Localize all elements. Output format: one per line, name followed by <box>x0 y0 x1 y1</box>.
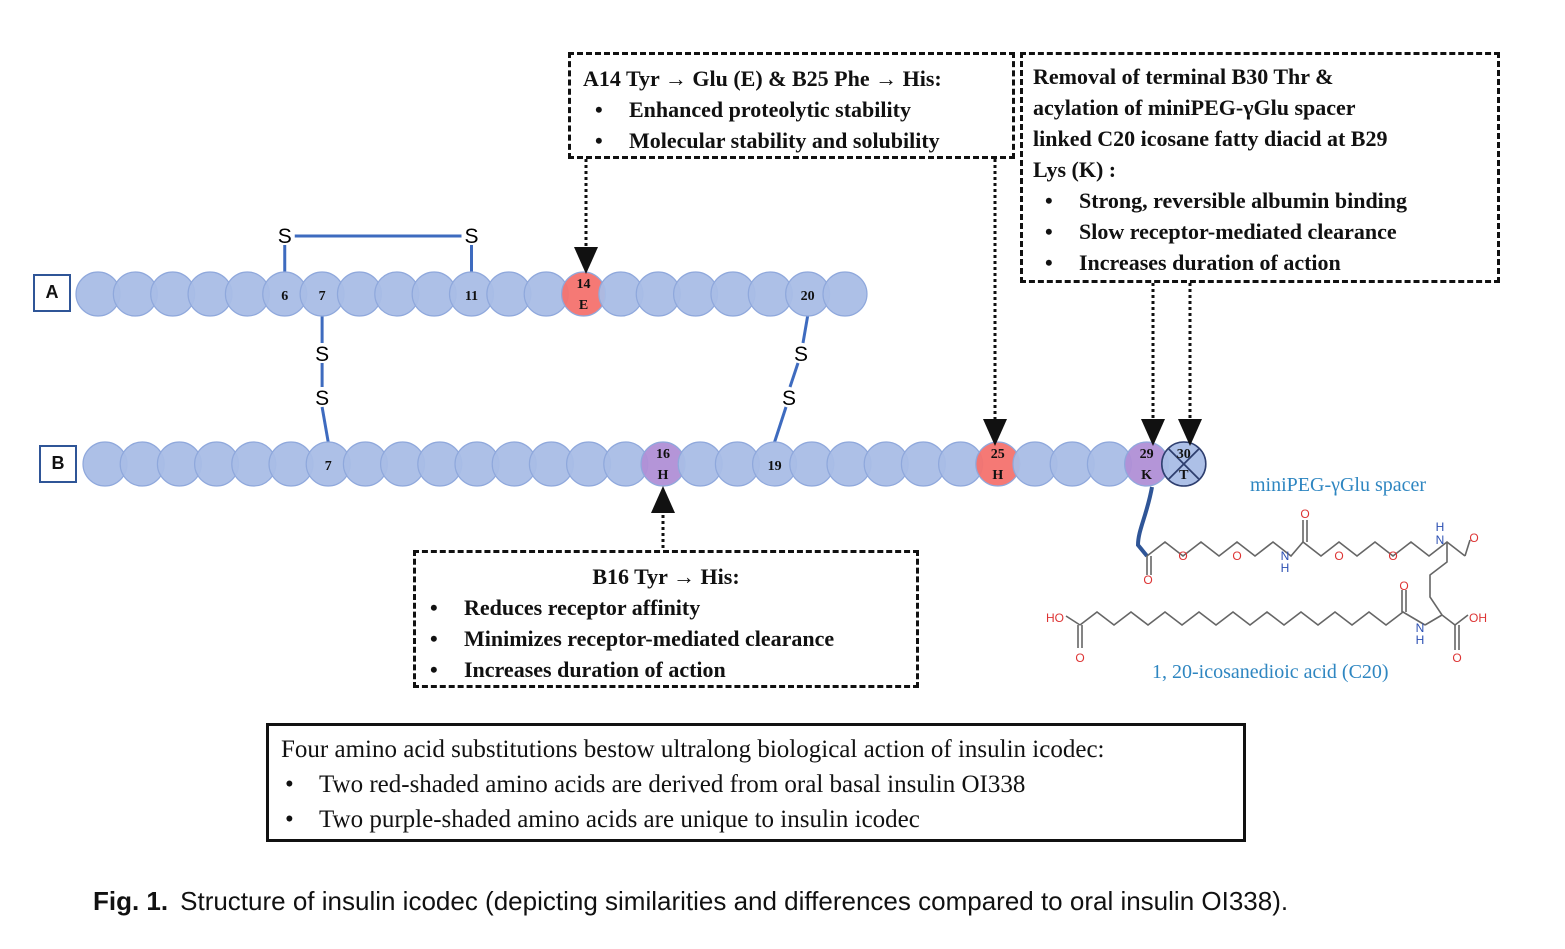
chain-a-residue-number: 7 <box>319 289 326 304</box>
chain-b-residue-letter: H <box>992 468 1003 483</box>
chain-a-residues: 6 7 11 14E 20 <box>75 271 868 317</box>
lysine-linker <box>1135 486 1154 558</box>
nitrogen-atom-label: N <box>1416 621 1425 635</box>
chain-b-label: B <box>39 445 77 483</box>
oxygen-atom-label: O <box>1300 507 1309 521</box>
callout-a14-bullet: Molecular stability and solubility <box>583 125 1012 156</box>
callout-b30-b29: Removal of terminal B30 Thr & acylation … <box>1020 52 1500 283</box>
oxygen-atom-label: O <box>1334 549 1343 563</box>
oxygen-atom-label: O <box>1469 531 1478 545</box>
oxygen-atom-label: O <box>1399 579 1408 593</box>
chain-b-residue: 30T <box>1161 441 1207 487</box>
chain-b-residue: 16H <box>640 441 686 487</box>
sulfur-label: S <box>278 225 292 248</box>
figure-caption: Fig. 1. Structure of insulin icodec (depi… <box>93 886 1288 917</box>
chain-b-residue-number: 29 <box>1140 447 1154 462</box>
chain-b-residue-number: 7 <box>325 459 332 474</box>
summary-bullet: Two red-shaded amino acids are derived f… <box>281 767 1243 802</box>
callout-b16-bullet: Minimizes receptor-mediated clearance <box>416 623 916 654</box>
sulfur-label: S <box>782 387 796 410</box>
disulfide-bond-line <box>788 362 800 388</box>
figure-caption-label: Fig. 1. <box>93 886 169 916</box>
hydroxyl-bond <box>1065 615 1081 626</box>
callout-a14-bullets: Enhanced proteolytic stability Molecular… <box>583 94 1012 156</box>
chain-b-residue-letter: H <box>658 468 669 483</box>
callout-b16: B16 Tyr → His: Reduces receptor affinity… <box>413 550 919 688</box>
chain-a-residue-bead <box>822 271 868 317</box>
chain-a-label: A <box>33 274 71 312</box>
hydroxyl-label: OH <box>1469 611 1487 625</box>
chain-a-residue: 11 <box>448 271 495 317</box>
chain-a-residue-number: 14 <box>577 277 591 292</box>
callout-b16-bullet: Increases duration of action <box>416 654 916 685</box>
chain-b-residue-number: 16 <box>656 447 670 462</box>
callout-b30-title-line: acylation of miniPEG-γGlu spacer <box>1033 95 1356 120</box>
oxygen-atom-label: O <box>1388 549 1397 563</box>
sulfur-label: S <box>315 387 329 410</box>
callout-b16-title: B16 Tyr → His: <box>592 564 740 589</box>
chain-b-residue-letter: T <box>1179 468 1189 483</box>
fatty-acid-chain <box>1079 610 1426 627</box>
callout-b30-title-line: Removal of terminal B30 Thr & <box>1033 64 1334 89</box>
callout-b30-bullet: Increases duration of action <box>1033 247 1497 278</box>
callout-a14-title: A14 Tyr → Glu (E) & B25 Phe → His: <box>583 66 942 91</box>
chain-a-residue: 14E <box>560 271 607 317</box>
fatty-acid-label: 1, 20-icosanedioic acid (C20) <box>1152 661 1389 683</box>
callout-b16-bullets: Reduces receptor affinity Minimizes rece… <box>416 592 916 685</box>
removed-residue-cross <box>1168 448 1200 480</box>
callout-a14-bullet: Enhanced proteolytic stability <box>583 94 1012 125</box>
summary-bullets: Two red-shaded amino acids are derived f… <box>281 767 1243 837</box>
oxygen-atom-label: O <box>1075 651 1084 665</box>
chain-a-residue-number: 11 <box>465 289 478 304</box>
summary-box: Four amino acid substitutions bestow ult… <box>266 723 1246 842</box>
disulfide-bond-line <box>801 315 810 344</box>
chain-b-residue-letter: K <box>1141 468 1152 483</box>
disulfide-bond-line <box>320 406 330 443</box>
callout-a14-b25: A14 Tyr → Glu (E) & B25 Phe → His: Enhan… <box>568 52 1015 159</box>
chain-b-residue-number: 19 <box>768 459 782 474</box>
callout-b16-bullet: Reduces receptor affinity <box>416 592 916 623</box>
sulfur-label: S <box>794 343 808 366</box>
chain-a-residue-number: 20 <box>801 289 815 304</box>
oxygen-atom-label: O <box>1452 651 1461 665</box>
hydrogen-atom-label: H <box>1416 633 1425 647</box>
callout-b30-title-line: linked C20 icosane fatty diacid at B29 <box>1033 126 1388 151</box>
spacer-label: miniPEG-γGlu spacer <box>1250 474 1427 496</box>
chain-a-residue: 20 <box>785 271 831 317</box>
chain-a-residue <box>822 271 868 317</box>
chain-b-residue: 25H <box>975 441 1021 487</box>
callout-b30-bullets: Strong, reversible albumin binding Slow … <box>1033 185 1497 278</box>
nitrogen-atom-label: N <box>1436 533 1445 547</box>
chain-b-residues: 7 16H 19 25H 29K 30T <box>82 441 1207 487</box>
sulfur-label: S <box>315 343 329 366</box>
hydroxyl-label: HO <box>1046 611 1064 625</box>
carbonyl-bond <box>1464 539 1471 557</box>
sulfur-label: S <box>464 225 478 248</box>
chain-a-residue-letter: E <box>579 298 588 313</box>
callout-b30-bullet: Slow receptor-mediated clearance <box>1033 216 1497 247</box>
nitrogen-atom-label: N <box>1281 549 1290 563</box>
hydrogen-atom-label: H <box>1436 520 1445 534</box>
chain-b-residue-number: 30 <box>1177 447 1191 462</box>
oxygen-atom-label: O <box>1232 549 1241 563</box>
oxygen-atom-label: O <box>1178 549 1187 563</box>
chain-a-residue-number: 6 <box>281 289 288 304</box>
spacer-backbone <box>1146 540 1466 558</box>
callout-b30-bullet: Strong, reversible albumin binding <box>1033 185 1497 216</box>
disulfide-bond-line <box>773 406 788 443</box>
summary-bullet: Two purple-shaded amino acids are unique… <box>281 802 1243 837</box>
oxygen-atom-label: O <box>1143 573 1152 587</box>
chain-b-residue: 19 <box>751 441 798 487</box>
callout-b30-title-line: Lys (K) : <box>1033 157 1117 182</box>
figure-caption-text: Structure of insulin icodec (depicting s… <box>180 886 1289 916</box>
chain-b-residue-number: 25 <box>991 447 1005 462</box>
callout-arrows <box>574 159 1202 548</box>
hydrogen-atom-label: H <box>1281 561 1290 575</box>
summary-title: Four amino acid substitutions bestow ult… <box>281 736 1105 763</box>
